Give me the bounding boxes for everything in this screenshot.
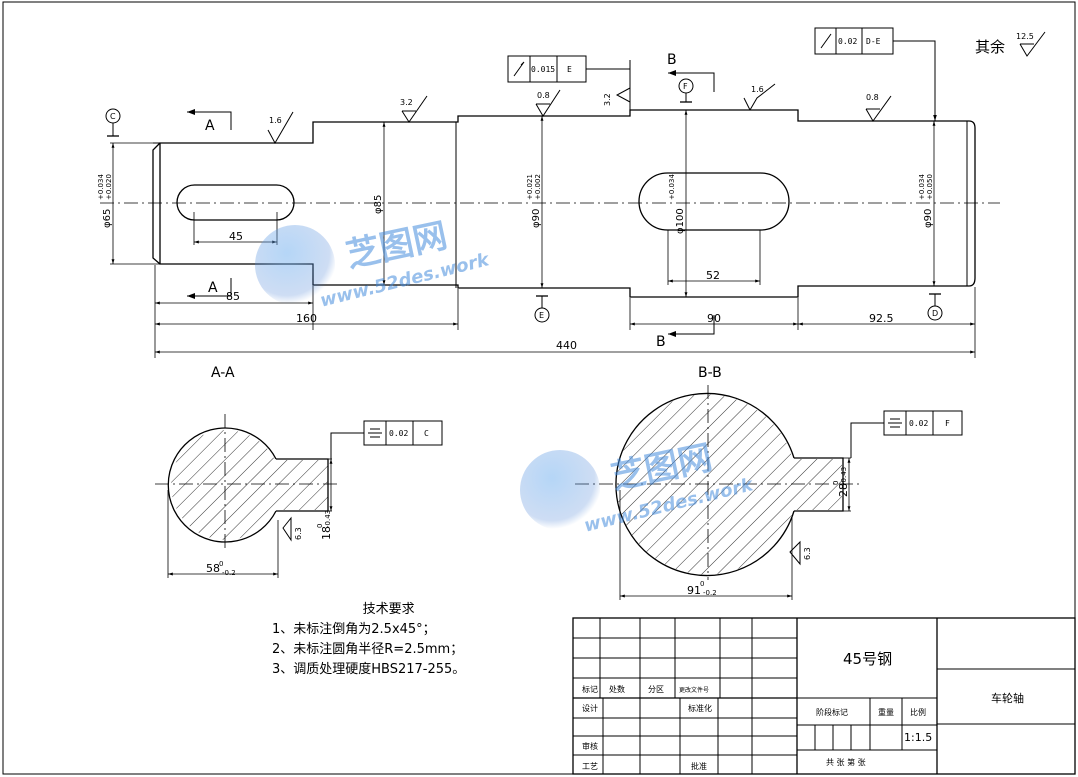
svg-text:F: F: [945, 419, 950, 428]
svg-text:+0.034: +0.034: [668, 174, 676, 200]
note-item: 2、未标注圆角半径R=2.5mm；: [272, 642, 464, 657]
svg-text:+0.034: +0.034: [97, 174, 105, 200]
svg-text:52: 52: [706, 269, 720, 282]
svg-text:D: D: [932, 309, 938, 318]
svg-text:440: 440: [556, 339, 577, 352]
svg-text:φ100: φ100: [675, 208, 686, 234]
rest-roughness-note: 其余 12.5: [975, 31, 1046, 57]
svg-text:160: 160: [296, 312, 317, 325]
watermark-globe-icon: [520, 450, 600, 530]
svg-text:E: E: [567, 65, 572, 74]
svg-text:D-E: D-E: [866, 37, 881, 46]
tolerance-frame-1: 0.015 E: [507, 55, 631, 110]
section-bb: 91 0 -0.2 28 0 -0.43 6.3: [575, 385, 860, 600]
svg-text:B: B: [656, 334, 666, 350]
svg-text:F: F: [683, 82, 688, 91]
svg-text:18: 18: [320, 526, 333, 540]
roughness-symbols: 1.6 3.2 0.8 3.2 1.6 0.8: [267, 60, 892, 145]
shaft-outline: [152, 109, 976, 298]
technical-requirements: 技术要求 1、未标注倒角为2.5x45°； 2、未标注圆角半径R=2.5mm； …: [272, 600, 465, 680]
tb-design: 设计: [582, 704, 598, 713]
section-aa: 58 0 -0.2 18 0 -0.43 6.3: [155, 414, 340, 578]
svg-text:0.8: 0.8: [537, 91, 550, 100]
svg-text:0: 0: [700, 580, 704, 588]
svg-text:0.02: 0.02: [909, 419, 928, 428]
diameter-labels: φ65 +0.034 +0.020 φ85 φ90 +0.021 +0.002 …: [97, 174, 934, 234]
tolerance-frame-2: 0.02 D-E: [814, 27, 937, 121]
svg-text:-0.2: -0.2: [222, 569, 236, 577]
svg-text:-0.2: -0.2: [703, 589, 717, 597]
svg-text:E: E: [539, 311, 544, 320]
section-markers: A A B B: [187, 52, 715, 350]
tb-standardization: 标准化: [688, 704, 712, 713]
tb-header-docno: 更改文件号: [679, 687, 710, 694]
tb-stage-mark: 阶段标记: [816, 708, 848, 717]
tb-header-count: 处数: [609, 685, 625, 694]
title-block-grid: [572, 617, 1076, 775]
svg-text:6.3: 6.3: [803, 547, 812, 560]
svg-text:91: 91: [687, 584, 701, 597]
note-item: 1、未标注倒角为2.5x45°；: [272, 622, 436, 637]
tolerance-frame-3: 0.02 C: [330, 420, 443, 459]
tb-sheets: 共 张 第 张: [826, 758, 866, 767]
svg-text:28: 28: [837, 483, 850, 497]
svg-text:0.02: 0.02: [838, 37, 857, 46]
tb-material: 45号钢: [843, 650, 893, 668]
svg-text:0: 0: [219, 560, 223, 568]
svg-text:58: 58: [206, 562, 220, 575]
tb-check: 审核: [582, 742, 598, 751]
svg-text:C: C: [110, 112, 116, 121]
tb-scale-label: 比例: [910, 708, 926, 717]
note-item: 3、调质处理硬度HBS217-255。: [272, 662, 466, 677]
svg-text:φ65: φ65: [102, 209, 113, 228]
tb-process: 工艺: [582, 762, 598, 771]
svg-text:+0.034: +0.034: [918, 174, 926, 200]
tb-header-mark: 标记: [582, 685, 598, 694]
view-label-aa: A-A: [211, 365, 235, 381]
view-label-bb: B-B: [698, 365, 722, 381]
svg-text:3.2: 3.2: [400, 98, 413, 107]
tb-approve: 批准: [691, 762, 707, 771]
svg-text:C: C: [424, 429, 429, 438]
svg-text:+0.050: +0.050: [926, 174, 934, 200]
svg-text:92.5: 92.5: [869, 312, 894, 325]
tb-header-zone: 分区: [648, 685, 664, 694]
svg-text:45: 45: [229, 230, 243, 243]
datum-symbols: C E D F: [105, 78, 943, 323]
svg-text:φ85: φ85: [373, 195, 384, 214]
tolerance-frame-4: 0.02 F: [850, 410, 963, 458]
tb-weight: 重量: [878, 708, 894, 717]
svg-text:0.015: 0.015: [531, 65, 555, 74]
svg-text:φ90: φ90: [531, 209, 542, 228]
notes-title: 技术要求: [362, 602, 415, 617]
svg-text:6.3: 6.3: [294, 527, 303, 540]
svg-text:85: 85: [226, 290, 240, 303]
svg-text:A: A: [208, 280, 218, 296]
watermark-globe-icon: [255, 225, 335, 305]
svg-text:φ90: φ90: [923, 209, 934, 228]
svg-text:A: A: [205, 118, 215, 134]
svg-text:12.5: 12.5: [1016, 32, 1034, 41]
svg-text:-0.43: -0.43: [324, 510, 332, 528]
svg-text:-0.43: -0.43: [840, 467, 848, 485]
keyway-dimensions: 45 52: [193, 212, 761, 285]
svg-text:+0.020: +0.020: [105, 174, 113, 200]
svg-text:B: B: [667, 52, 677, 68]
svg-text:0: 0: [316, 524, 324, 528]
svg-text:+0.002: +0.002: [534, 174, 542, 200]
svg-text:0: 0: [832, 481, 840, 485]
tb-scale-value: 1:1.5: [904, 731, 933, 744]
svg-text:1.6: 1.6: [751, 85, 764, 94]
diameter-dimensions: [110, 110, 936, 297]
svg-text:0.02: 0.02: [389, 429, 408, 438]
svg-text:3.2: 3.2: [603, 93, 612, 106]
svg-text:其余: 其余: [975, 38, 1005, 56]
tb-part-name: 车轮轴: [991, 692, 1024, 705]
svg-text:+0.021: +0.021: [526, 174, 534, 200]
svg-text:0.8: 0.8: [866, 93, 879, 102]
svg-text:1.6: 1.6: [269, 116, 282, 125]
